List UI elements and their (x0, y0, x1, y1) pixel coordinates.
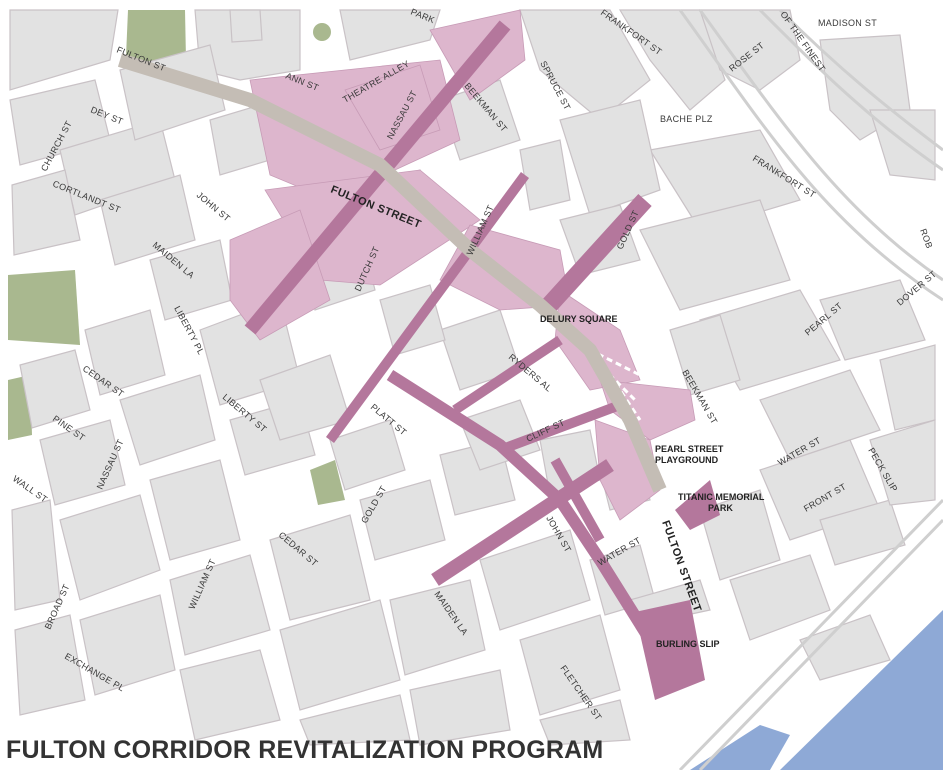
park-label: PARK (708, 503, 733, 513)
delury-square-label: DELURY SQUARE (540, 314, 618, 324)
playground-label: PLAYGROUND (655, 455, 719, 465)
small-park (310, 460, 345, 505)
fulton-street-corridor (117, 53, 667, 493)
street-label-bache-plz: BACHE PLZ (660, 114, 713, 124)
river-inlet (690, 725, 790, 770)
titanic-memorial-park-block (675, 480, 720, 530)
corridor-streets (244, 20, 656, 644)
titanic-memorial-label: TITANIC MEMORIAL (678, 492, 765, 502)
east-river (780, 610, 943, 770)
pearl-street-label: PEARL STREET (655, 444, 724, 454)
burling-slip-block (635, 600, 705, 700)
fountain-park (313, 23, 331, 41)
street-label-madison-st: MADISON ST (818, 18, 877, 28)
map-title: FULTON CORRIDOR REVITALIZATION PROGRAM (6, 736, 604, 764)
burling-slip-label: BURLING SLIP (656, 639, 720, 649)
city-blocks (9, 9, 936, 746)
fdr-drive-ramps (678, 8, 943, 770)
zuccotti-park (8, 270, 80, 345)
